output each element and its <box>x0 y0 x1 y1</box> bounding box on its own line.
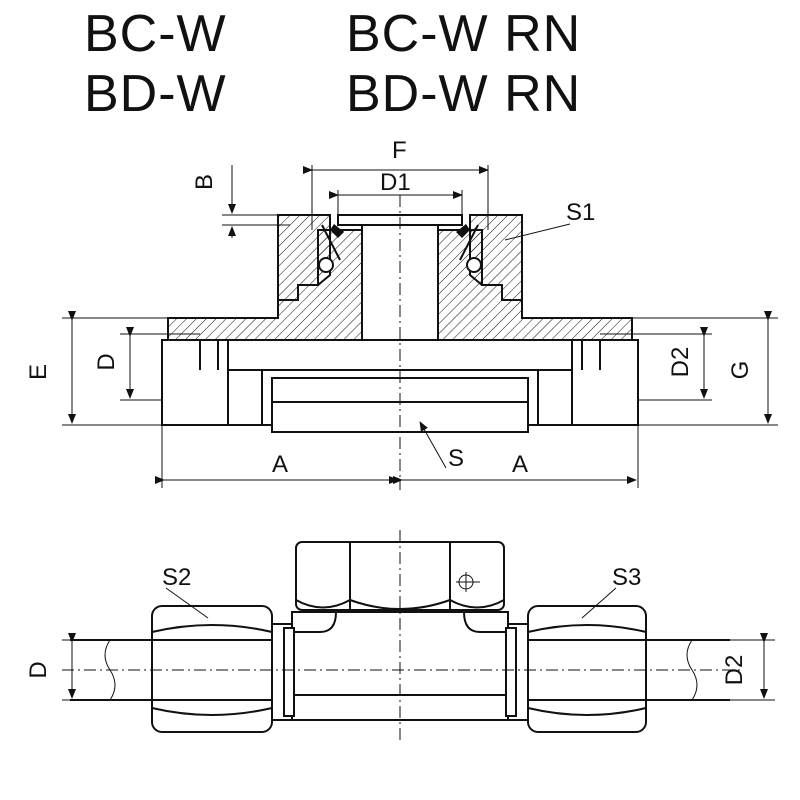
tee-body-section <box>167 229 381 346</box>
label-f: F <box>392 137 407 164</box>
seal-right <box>456 224 470 238</box>
label-d2: D2 <box>667 347 694 378</box>
title-row-1: BC-W BC-W RN <box>84 4 724 64</box>
label-d2-bottom: D2 <box>721 655 748 686</box>
title-row-2: BD-W BD-W RN <box>84 64 724 124</box>
label-d-bottom: D <box>25 661 52 678</box>
title-bd-w-rn: BD-W RN <box>346 65 582 123</box>
label-a-left: A <box>272 451 288 478</box>
swivel-nut-right <box>469 214 523 301</box>
label-s2: S2 <box>162 564 191 591</box>
label-b: B <box>191 174 218 190</box>
label-s3: S3 <box>612 564 641 591</box>
label-s1: S1 <box>566 199 595 226</box>
title-bc-w: BC-W <box>84 5 227 63</box>
seal-left <box>330 224 344 238</box>
label-s: S <box>448 445 464 472</box>
label-d: D <box>93 353 120 370</box>
label-e: E <box>25 364 52 380</box>
exterior-view <box>62 530 740 740</box>
title-bd-w: BD-W <box>84 65 227 123</box>
leader-s3 <box>581 587 617 619</box>
label-d1: D1 <box>380 169 411 196</box>
title-bc-w-rn: BC-W RN <box>346 5 582 63</box>
o-ring-right <box>466 257 482 273</box>
swivel-nut-left <box>277 214 331 301</box>
seal-wall-left <box>321 224 341 261</box>
leader-s <box>419 421 447 469</box>
section-view <box>161 195 639 490</box>
label-a-right: A <box>512 451 528 478</box>
label-g: G <box>727 361 754 380</box>
leader-s2 <box>165 587 209 619</box>
leader-s1 <box>504 223 571 241</box>
dimensions-bottom: S2 S3 D D2 <box>25 564 775 701</box>
tee-body-section-right <box>419 229 633 346</box>
center-bore <box>361 214 439 346</box>
seal-wall-right <box>459 224 479 261</box>
dimensions-top: F D1 B S1 E D D2 G <box>25 137 778 488</box>
o-ring-left <box>318 257 334 273</box>
